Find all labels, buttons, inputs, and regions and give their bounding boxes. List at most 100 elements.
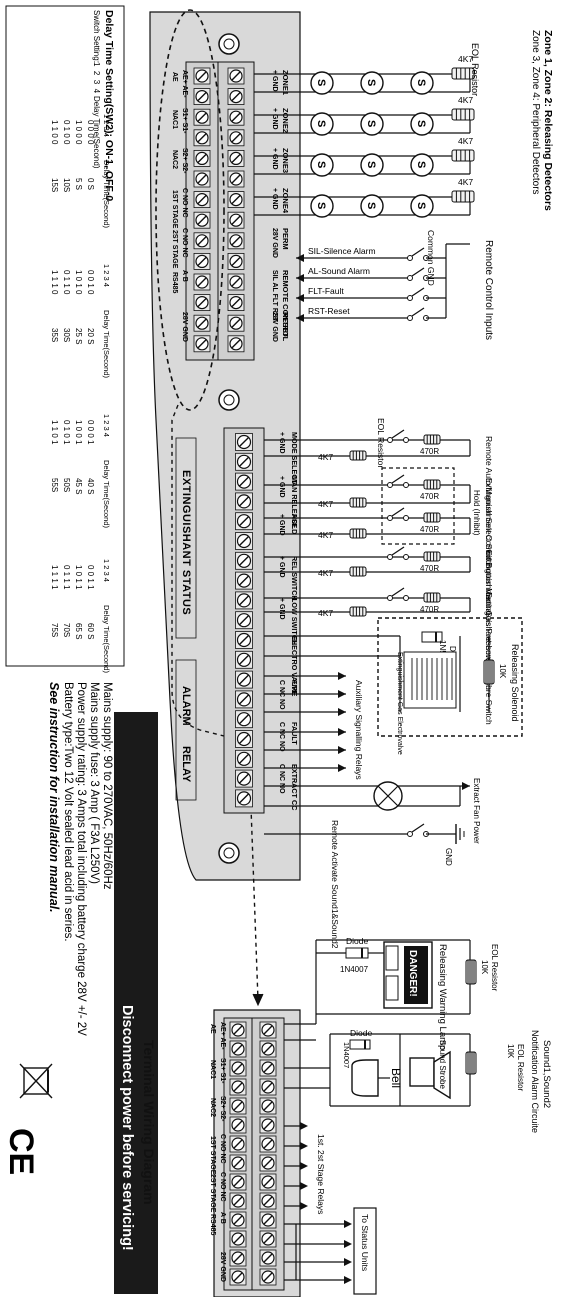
ext-input-label: Hold (Inhibit) xyxy=(472,490,481,536)
resistor xyxy=(349,497,367,508)
main-block-row2-label: 28V GND xyxy=(271,312,278,342)
mounting-hole xyxy=(218,389,240,411)
ext-input-eol: EOL Resistor xyxy=(376,418,386,468)
status-units-box xyxy=(353,1207,377,1295)
resistor xyxy=(349,450,367,461)
delay-row-time: 60 S xyxy=(86,623,95,639)
resistor xyxy=(451,108,475,121)
ext-block-row1-label: FAULT xyxy=(290,722,299,745)
terminal-screw xyxy=(193,67,211,85)
delay-row-bits: 0 1 0 0 xyxy=(62,120,71,145)
terminal-screw xyxy=(229,1021,247,1039)
sounder-diode-label: Diode xyxy=(350,1028,372,1038)
terminal-screw xyxy=(259,1230,277,1248)
delay-group-time-header: Delay Time(Second) xyxy=(102,310,111,378)
zones-title: Zone 1, Zone 2: Releasing Detectors xyxy=(542,30,554,211)
switch-contact xyxy=(407,823,429,837)
resistor xyxy=(423,479,441,490)
smoke-detector-icon: S xyxy=(310,112,334,136)
switch-contact xyxy=(407,287,429,301)
sound-strobe-icon xyxy=(409,1050,451,1100)
delay-time-table: Delay Time Setting(SW2): ON-1, OFF-0 Swi… xyxy=(5,5,125,673)
delay-row-bits: 0 0 1 1 xyxy=(86,565,95,590)
ext-input-r2: 470R xyxy=(420,525,439,534)
smoke-detector-icon: S xyxy=(310,194,334,218)
diode-icon xyxy=(349,1039,371,1050)
resistor xyxy=(451,149,475,162)
ext-input-r2: 470R xyxy=(420,605,439,614)
terminal-screw xyxy=(235,452,253,471)
mains-line-4: Battery type:Two 12 Volt sealed lead aci… xyxy=(62,682,74,942)
main-block-row3-label: C NO NC xyxy=(181,188,188,218)
resistor xyxy=(423,434,441,445)
smoke-detector-icon: S xyxy=(360,153,384,177)
mounting-hole xyxy=(218,842,240,864)
smoke-detector-icon: S xyxy=(410,71,434,95)
ext-input-r1: 4K7 xyxy=(318,452,333,462)
mains-line-3: Power supply rating: 3 Amps total includ… xyxy=(75,682,87,1036)
delay-row-time: 35S xyxy=(50,328,59,342)
zone-eol-resistor-value: 4K7 xyxy=(458,177,473,187)
main-block-row2-label: + GND xyxy=(271,108,278,130)
sounders-subtitle: Notification Alarm Circuite xyxy=(530,1030,540,1133)
delay-row-bits: 1 1 1 1 xyxy=(50,565,59,590)
remote-sound-label: Remote Activate Sound1&Sound2 xyxy=(330,820,340,949)
warning-lamp-icon: DANGER! xyxy=(383,941,433,1009)
ce-mark-icon: CE xyxy=(2,1128,40,1175)
solenoid-resistor-value: 10K xyxy=(498,664,507,679)
mounting-hole xyxy=(218,33,240,55)
terminal-screw xyxy=(193,232,211,250)
terminal-screw xyxy=(235,789,253,808)
stage-relays-label: 1st. 2st Stage Relays xyxy=(316,1134,326,1214)
main-block-row4-label: 2ST STAGE xyxy=(171,230,178,269)
delay-row-bits: 0 0 1 0 xyxy=(86,270,95,295)
terminal-screw xyxy=(193,88,211,105)
delay-row-bits: 1 1 0 0 xyxy=(50,120,59,145)
delay-row-bits: 1 0 1 1 xyxy=(74,565,83,590)
ext-block-row2-label: C NC NO xyxy=(278,764,285,794)
terminal-screw xyxy=(229,1040,247,1058)
bottom-block-row1-label: A B xyxy=(219,1212,226,1224)
strobe-label: Sound Strobe xyxy=(438,1040,447,1089)
dashed-pointer-arrow xyxy=(171,404,259,1001)
remote-input-label: AL-Sound Alarm xyxy=(308,266,370,276)
terminal-screw xyxy=(235,472,253,491)
resistor xyxy=(483,659,495,685)
terminal-screw xyxy=(227,88,245,105)
terminal-screw xyxy=(259,1268,277,1286)
main-block-row2-label: + GND xyxy=(271,188,278,210)
terminal-screw xyxy=(227,294,245,312)
fan-power-label: Extract Fan Power xyxy=(472,778,481,844)
terminal-screw xyxy=(229,1211,247,1229)
delay-table-col-header: 1 2 3 4 xyxy=(92,62,101,94)
main-block-row4-label: NAC1 xyxy=(171,110,178,129)
ext-input-r1: 4K7 xyxy=(318,530,333,540)
smoke-detector-icon: S xyxy=(360,112,384,136)
relay-label: RELAY xyxy=(180,746,192,783)
bottom-block-row2-label: NAC1 xyxy=(209,1060,216,1079)
main-block-row2-label: + GND xyxy=(271,70,278,92)
switch-contact xyxy=(387,546,409,560)
zones-subtitle: Zone 3, Zone 4: Peripheral Detectors xyxy=(530,30,541,195)
switch-contact xyxy=(387,429,409,443)
terminal-screw xyxy=(227,191,245,209)
terminal-screw xyxy=(193,191,211,209)
main-block-row4-label: AE xyxy=(171,72,178,82)
ext-input-label: Remote Auto/Manual Select Switch xyxy=(484,436,494,569)
danger-sign-text: DANGER! xyxy=(407,950,418,997)
svg-text:S: S xyxy=(365,161,377,168)
svg-text:S: S xyxy=(365,202,377,209)
terminal-screw xyxy=(259,1097,277,1115)
terminal-screw xyxy=(259,1154,277,1172)
terminal-screw xyxy=(229,1154,247,1172)
main-block-row1-label: RESET xyxy=(281,312,290,337)
resistor xyxy=(349,606,367,617)
terminal-screw xyxy=(235,690,253,709)
manual-hold-dashed-box xyxy=(381,467,455,545)
ext-block-row1-label: FIRE xyxy=(290,680,299,697)
terminal-screw xyxy=(235,571,253,590)
remote-common-gnd: Common GND xyxy=(426,230,436,286)
zone-eol-label: EOL Resistor xyxy=(470,43,480,96)
lamp-label: Releasing Warning Lamp xyxy=(437,944,448,1050)
terminal-screw xyxy=(259,1078,277,1096)
